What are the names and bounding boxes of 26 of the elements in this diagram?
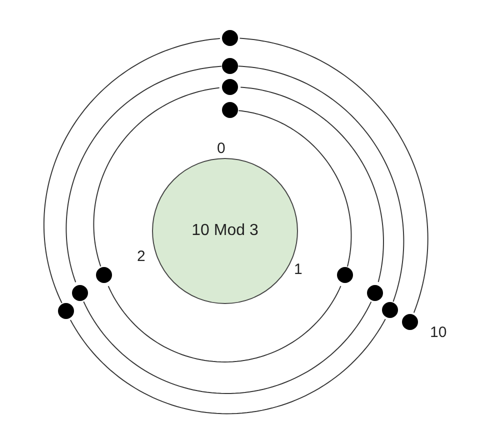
dot — [222, 30, 238, 46]
step-count-label: 10 — [430, 324, 447, 341]
spiral-arc — [240, 86, 384, 282]
dot — [337, 267, 353, 283]
spiral-arc — [43, 38, 220, 304]
circle-label: 10 Mod 3 — [192, 222, 258, 240]
spiral-arc — [239, 38, 428, 314]
dot — [72, 285, 88, 301]
spiral-arc — [70, 318, 386, 414]
remainder-label: 1 — [294, 261, 302, 278]
dot — [382, 302, 398, 318]
spiral-arc — [93, 87, 220, 267]
dot — [96, 267, 112, 283]
spiral-arc — [108, 286, 342, 362]
spiral-arc — [238, 66, 404, 302]
remainder-label: 2 — [137, 248, 146, 265]
spiral-arc — [66, 66, 222, 283]
dot — [222, 58, 238, 74]
dot — [367, 285, 383, 301]
dot — [222, 79, 238, 95]
dot — [58, 303, 74, 319]
dot — [222, 102, 238, 118]
dot — [402, 314, 418, 330]
spiral-arc — [83, 301, 372, 394]
remainder-label: 0 — [217, 140, 226, 157]
spiral-arc — [238, 110, 352, 268]
